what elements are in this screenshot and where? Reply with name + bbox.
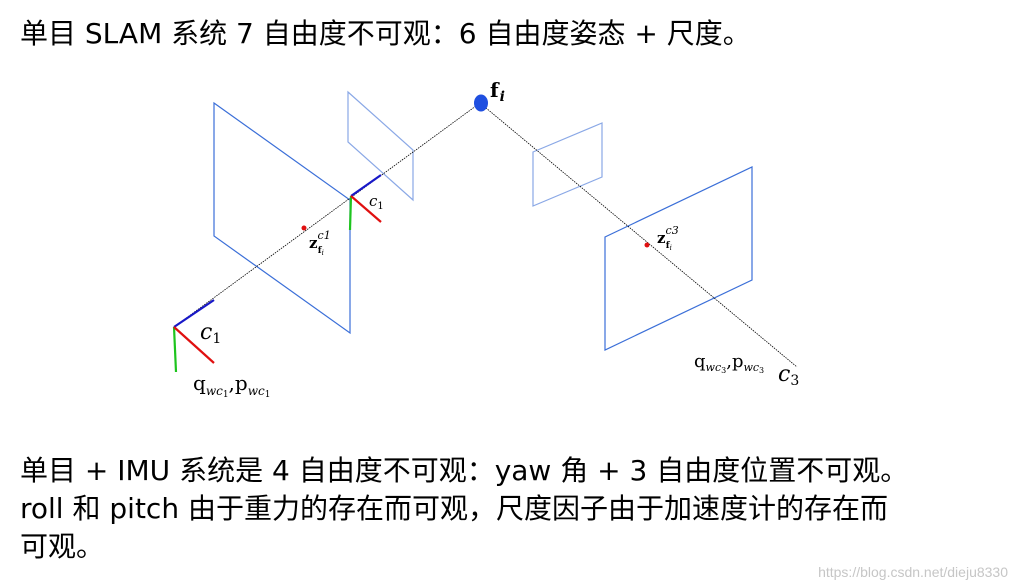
c1-near-axis-y <box>348 195 353 231</box>
c1-axis-x <box>173 326 215 364</box>
observation-point-c3 <box>644 242 650 248</box>
c1-axis-z <box>173 299 215 328</box>
camera1-label: c1 <box>200 320 221 347</box>
pose-label-c3: qwc3,pwc3 <box>694 351 764 375</box>
camera1-near-label: c1 <box>369 192 384 212</box>
footer-line-2: roll 和 pitch 由于重力的存在而可观，尺度因子由于加速度计的存在而 <box>20 492 888 525</box>
feature-label: fi <box>490 78 505 105</box>
image-plane-c3 <box>604 166 753 351</box>
camera3-label: c3 <box>778 362 799 389</box>
ray-c1-to-feature <box>173 102 481 328</box>
watermark: https://blog.csdn.net/dieju8330 <box>818 564 1008 580</box>
observation-point-c1 <box>301 225 307 231</box>
header-text: 单目 SLAM 系统 7 自由度不可观：6 自由度姿态 + 尺度。 <box>20 17 751 50</box>
image-plane-c3-small <box>532 122 603 207</box>
image-plane-c1-small <box>347 90 414 202</box>
footer-line-1: 单目 + IMU 系统是 4 自由度不可观：yaw 角 + 3 自由度位置不可观… <box>20 454 909 487</box>
feature-point <box>474 94 488 112</box>
c1-axis-y <box>172 326 178 373</box>
c1-near-axis-x <box>350 195 382 223</box>
image-plane-c1 <box>213 101 351 335</box>
pose-label-c1: qwc1,pwc1 <box>193 371 270 400</box>
footer-line-3: 可观。 <box>20 530 105 563</box>
footer-text: 单目 + IMU 系统是 4 自由度不可观：yaw 角 + 3 自由度位置不可观… <box>20 452 1010 566</box>
ray-feature-to-c3 <box>479 102 798 368</box>
c1-near-axis-z <box>350 174 382 197</box>
